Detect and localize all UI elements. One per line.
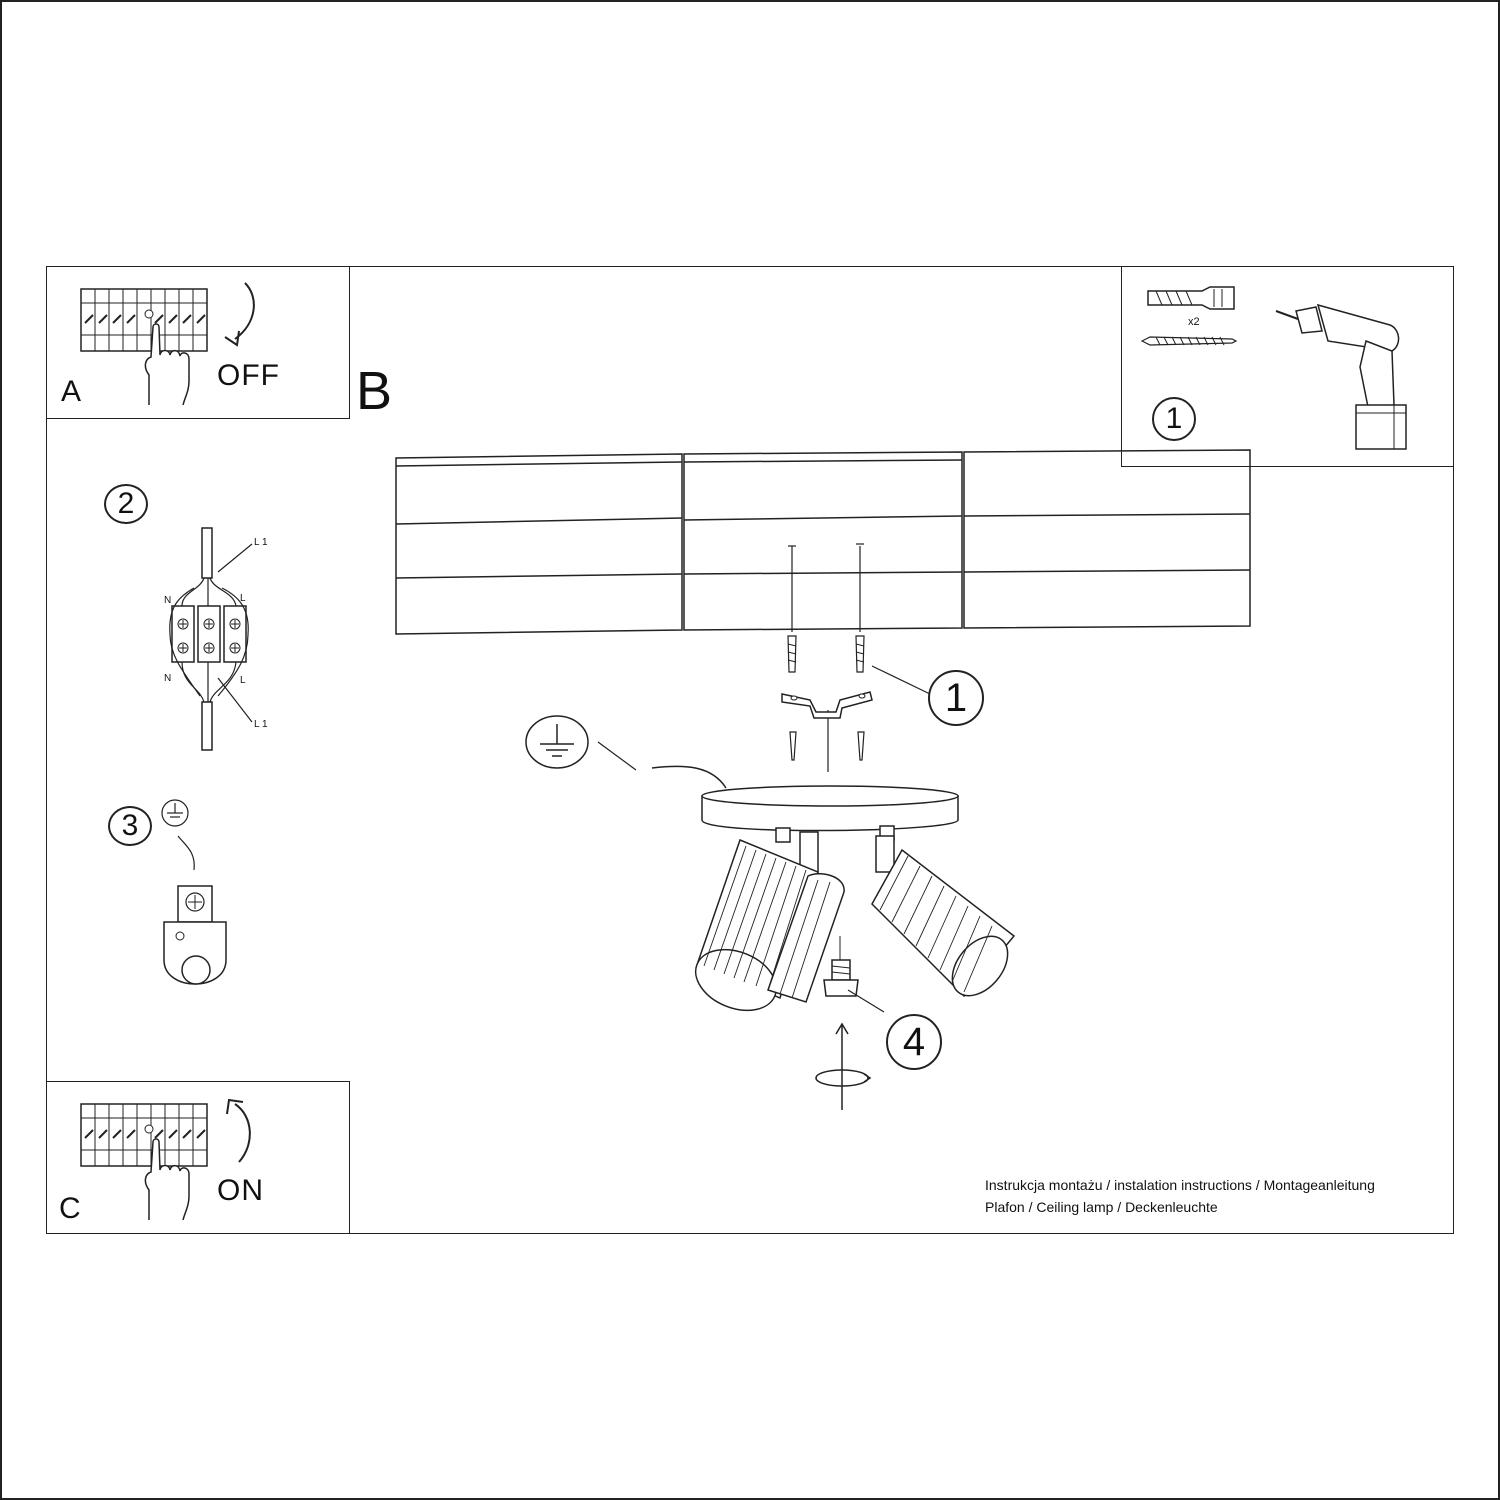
rotate-arrow-icon [224, 282, 255, 347]
tools-step-number: 1 [1152, 397, 1196, 441]
mounting-step-number: 1 [928, 670, 984, 726]
instruction-sheet [46, 266, 1454, 1234]
wire-label-n-top: N [164, 595, 172, 606]
ceiling-planks [395, 449, 1251, 635]
on-label: ON [217, 1174, 264, 1207]
terminal-block-icon [169, 527, 253, 751]
ground-symbol-icon [161, 799, 189, 827]
off-label: OFF [217, 359, 280, 392]
caption-line-2: Plafon / Ceiling lamp / Deckenleuchte [985, 1199, 1218, 1215]
panel-a-switch-off: A OFF [46, 266, 350, 419]
wire-label-l-top: L [240, 593, 246, 604]
wall-plug-icon [1147, 286, 1235, 310]
leader-line-step1 [871, 665, 931, 695]
mounting-bracket-icon [781, 543, 873, 772]
ground-terminal-icon [163, 835, 227, 985]
hand-icon [144, 1138, 190, 1221]
panel-b-letter: B [356, 361, 393, 421]
screw-step-number: 4 [886, 1014, 942, 1070]
drill-icon [1275, 303, 1407, 450]
panel-c-switch-on: C ON [46, 1081, 350, 1234]
ground-step-number: 3 [108, 806, 152, 846]
hand-icon [144, 323, 190, 406]
quantity-label: x2 [1188, 316, 1200, 328]
wire-label-n-bottom: N [164, 673, 172, 684]
wire-label-l-bottom: L [240, 675, 246, 686]
wire-label-l1-top: L 1 [254, 537, 268, 548]
screw-icon [1140, 336, 1238, 346]
ceiling-lamp-icon [694, 785, 1016, 1012]
rotate-arrow-icon [226, 1098, 251, 1163]
wiring-step-number: 2 [104, 484, 148, 524]
ground-wire [597, 741, 727, 789]
caption-line-1: Instrukcja montażu / instalation instruc… [985, 1177, 1375, 1193]
tighten-arrow-icon [815, 1022, 872, 1110]
circuit-breaker-icon [80, 288, 208, 352]
wire-label-l1-bottom: L 1 [254, 719, 268, 730]
panel-c-letter: C [59, 1192, 81, 1225]
circuit-breaker-icon [80, 1103, 208, 1167]
ground-symbol-icon [525, 715, 589, 769]
panel-tools: x2 1 [1121, 266, 1454, 467]
leader-line-step4 [847, 989, 885, 1013]
panel-a-letter: A [61, 375, 82, 408]
